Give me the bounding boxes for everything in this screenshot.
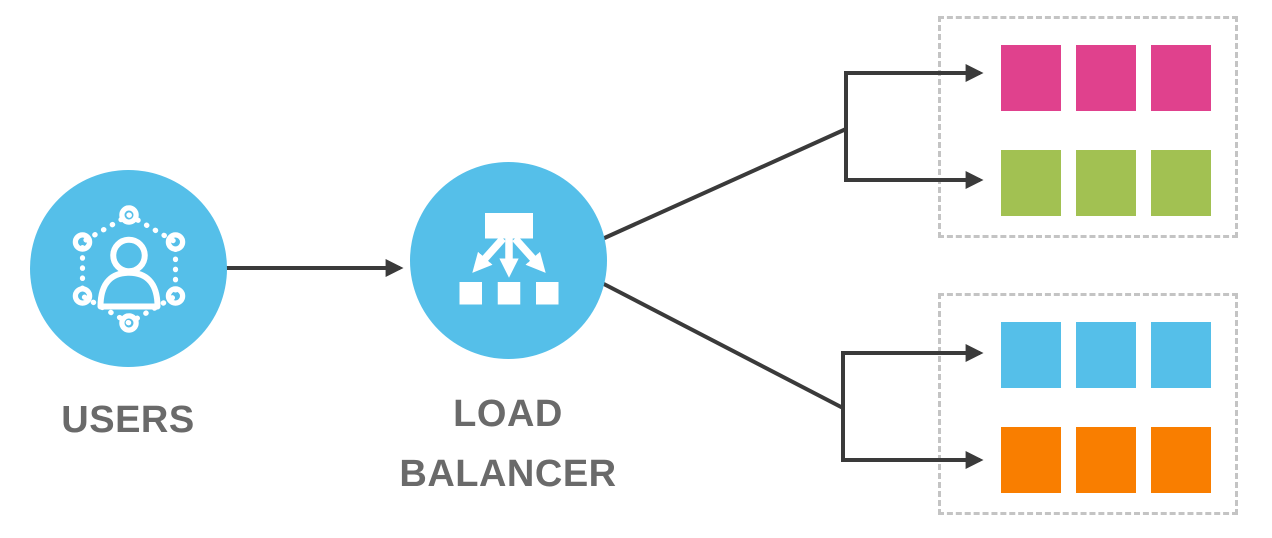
server-square xyxy=(1151,427,1211,493)
server-square xyxy=(1151,150,1211,216)
server-square xyxy=(1151,45,1211,111)
server-square xyxy=(1076,427,1136,493)
server-square xyxy=(1151,322,1211,388)
load-balancer-label: LOAD BALANCER xyxy=(358,384,658,504)
edge-lb-to-group2-diagonal xyxy=(599,280,844,410)
server-group-2 xyxy=(938,293,1238,515)
server-group-1 xyxy=(938,16,1238,238)
blue-server-row xyxy=(1001,322,1235,388)
server-square xyxy=(1001,427,1061,493)
load-balancer-icon xyxy=(459,212,558,304)
server-square xyxy=(1076,45,1136,111)
load-balancer-node xyxy=(410,162,607,359)
server-square xyxy=(1001,322,1061,388)
server-square xyxy=(1076,150,1136,216)
server-square xyxy=(1001,150,1061,216)
edge-lb-to-group1-diagonal xyxy=(599,127,847,242)
user-network-icon xyxy=(72,204,185,333)
load-balancer-label-line1: LOAD xyxy=(453,393,563,435)
load-balancer-label-line2: BALANCER xyxy=(399,453,617,495)
orange-server-row xyxy=(1001,427,1235,493)
pink-server-row xyxy=(1001,45,1235,111)
users-label: USERS xyxy=(61,399,195,441)
users-node xyxy=(30,170,227,367)
green-server-row xyxy=(1001,150,1235,216)
server-square xyxy=(1076,322,1136,388)
server-square xyxy=(1001,45,1061,111)
